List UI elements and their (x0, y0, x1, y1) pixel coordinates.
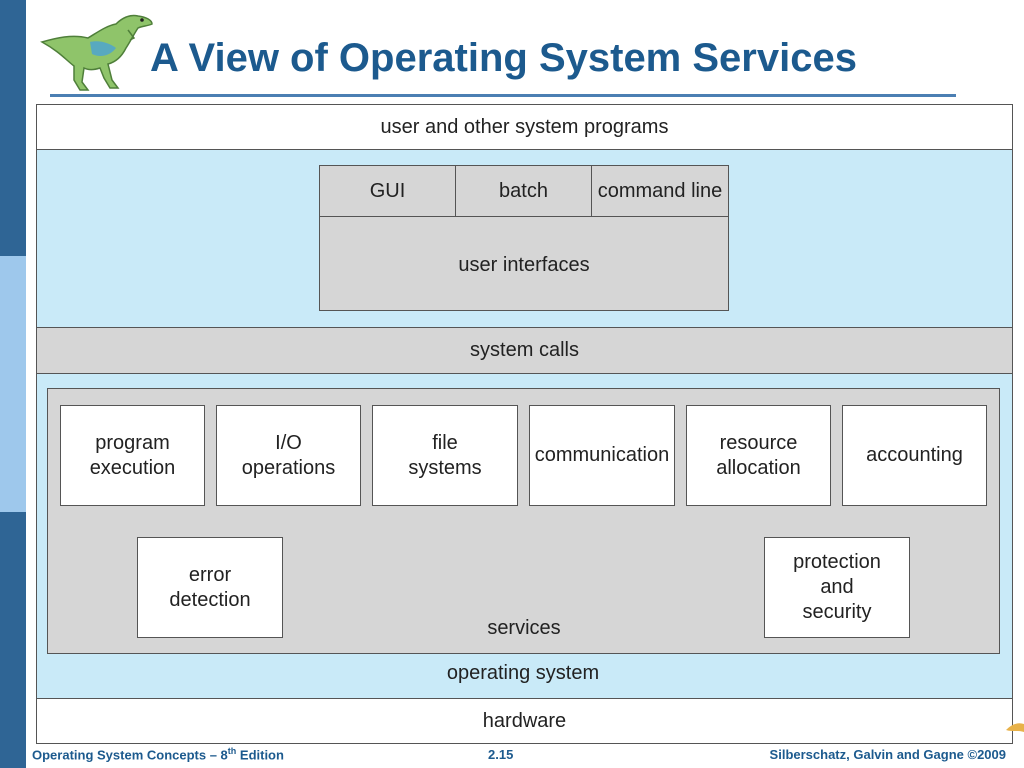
footer-edition-sup: th (227, 745, 237, 756)
footer-edition-suffix: Edition (236, 747, 284, 762)
ui-item-batch: batch (455, 165, 592, 217)
hardware-label: hardware (482, 709, 567, 732)
slide-title: A View of Operating System Services (150, 36, 857, 80)
system-calls-layer: system calls (36, 327, 1013, 374)
hardware-layer: hardware (36, 698, 1013, 744)
ui-item-batch-label: batch (499, 179, 548, 202)
ui-item-gui: GUI (319, 165, 456, 217)
ui-item-command-line-label: command line (597, 179, 723, 202)
services-label: services (487, 617, 561, 639)
footer-copyright: Silberschatz, Galvin and Gagne ©2009 (769, 747, 1006, 762)
ui-item-command-line: command line (591, 165, 729, 217)
system-calls-label: system calls (470, 339, 579, 361)
service-communication: communication (529, 405, 675, 506)
side-bar-light-segment (0, 256, 26, 512)
footer-book-title: Operating System Concepts – 8 (32, 747, 228, 762)
dinosaur-logo-icon (40, 14, 153, 91)
service-resource-allocation: resource allocation (686, 405, 831, 506)
ui-item-gui-label: GUI (369, 179, 406, 202)
title-underline (50, 94, 956, 97)
operating-system-label: operating system (446, 662, 600, 684)
user-programs-layer: user and other system programs (36, 104, 1013, 150)
side-bar (0, 0, 26, 768)
footer-page-number: 2.15 (488, 747, 514, 762)
service-error-detection: error detection (137, 537, 283, 638)
footer-left: Operating System Concepts – 8th Edition (32, 746, 284, 762)
user-programs-label: user and other system programs (380, 115, 669, 138)
service-program-execution: program execution (60, 405, 205, 506)
service-accounting: accounting (842, 405, 987, 506)
user-interfaces-label: user interfaces (458, 254, 590, 276)
service-io-operations: I/O operations (216, 405, 361, 506)
corner-ornament-icon (1006, 723, 1024, 732)
service-protection-and-security: protection and security (764, 537, 910, 638)
service-file-systems: file systems (372, 405, 518, 506)
